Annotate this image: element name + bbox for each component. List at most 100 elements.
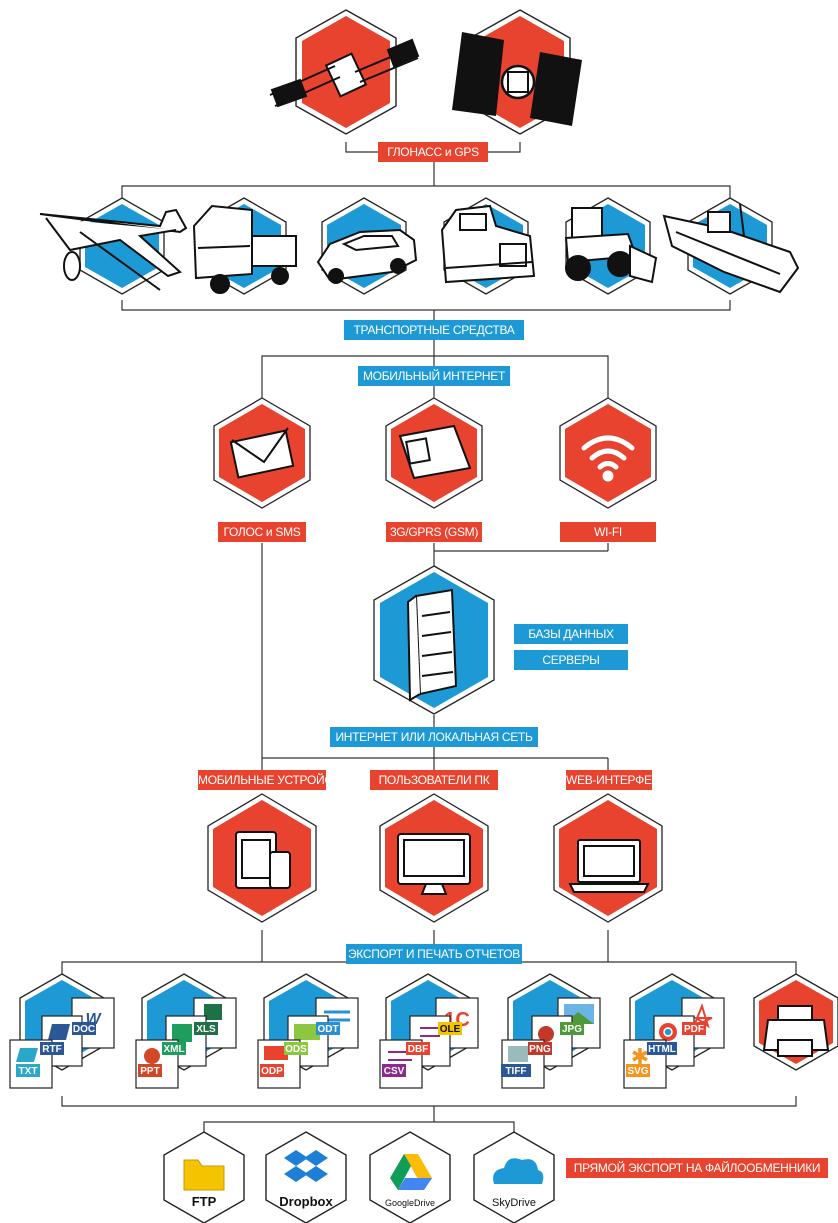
format-badge-odp: ODP: [261, 1066, 283, 1077]
format-badge-bg: [194, 1022, 218, 1035]
envelope-icon: [229, 427, 295, 479]
format-badge-ppt: PPT: [140, 1066, 159, 1077]
format-badge-jpg: JPG: [562, 1024, 582, 1035]
format-badge-bg: [438, 1022, 462, 1035]
export-hexagon-4: 1C: [379, 973, 479, 1089]
voice-sms-label: ГОЛОС и SMS: [218, 522, 306, 542]
format-badge-bg: [72, 1022, 96, 1035]
tablet-phone-icon: [235, 831, 291, 889]
gnss-label: ГЛОНАСС и GPS: [378, 142, 488, 162]
gsm-label: 3G/GPRS (GSM): [386, 522, 482, 542]
format-badge-ods: ODS: [285, 1044, 307, 1055]
satellite-icon: [452, 32, 582, 126]
format-badge-bg: [647, 1042, 677, 1055]
wifi-label: WI-FI: [560, 522, 656, 542]
format-badge-svg: SVG: [627, 1066, 648, 1077]
format-badge-bg: [626, 1064, 650, 1077]
wheel-loader-icon: [564, 207, 658, 284]
databases-label: БАЗЫ ДАННЫХ: [514, 624, 628, 644]
cloud-hexagon-ftp: [163, 1131, 245, 1223]
ship-icon: [662, 203, 800, 294]
format-badge-bg: [560, 1022, 584, 1035]
format-badge-dbf: DBF: [408, 1044, 429, 1055]
laptop-icon: [568, 839, 650, 893]
service-label-skydrive: SkyDrive: [492, 1197, 536, 1209]
truck-icon: [192, 204, 297, 294]
format-badges: TXTRTFDOCPPTXMLXLSODPODSODTCSVDBFOLETIFF…: [16, 1022, 706, 1077]
format-badge-bg: [682, 1022, 706, 1035]
vehicles-row: [39, 197, 800, 295]
monitor-icon: [397, 833, 471, 895]
printer-icon: [762, 1005, 830, 1057]
channel-hexagon-sms: [213, 397, 311, 509]
vehicle-hexagon-locomotive: [440, 197, 536, 295]
cloud-hexagon-googledrive: [369, 1131, 451, 1223]
pc-users-label: ПОЛЬЗОВАТЕЛИ ПК: [370, 770, 498, 790]
channel-hexagon-gsm: [385, 397, 483, 509]
locomotive-icon: [440, 204, 536, 284]
mobile-internet-label: МОБИЛЬНЫЙ ИНТЕРНЕТ: [358, 366, 510, 386]
google-drive-icon: [390, 1154, 432, 1190]
service-label-dropbox: Dropbox: [279, 1194, 333, 1209]
cloud-services-row: [163, 1131, 555, 1223]
format-badge-xml: XML: [163, 1044, 184, 1055]
format-badge-bg: [284, 1042, 308, 1055]
vehicle-hexagon-wheel-loader: [564, 197, 658, 295]
mobile-devices-label: МОБИЛЬНЫЕ УСТРОЙСТВА: [198, 770, 355, 790]
format-badge-bg: [40, 1042, 64, 1055]
format-badge-png: PNG: [529, 1044, 551, 1055]
file-share-label: ПРЯМОЙ ЭКСПОРТ НА ФАЙЛООБМЕННИКИ: [566, 1158, 828, 1178]
client-hexagon-web: [553, 793, 663, 923]
format-badge-bg: [382, 1064, 406, 1077]
format-badge-doc: DOC: [73, 1024, 95, 1035]
format-badge-bg: [16, 1064, 40, 1077]
format-badge-bg: [138, 1064, 162, 1077]
format-badge-bg: [501, 1064, 531, 1077]
format-badge-pdf: PDF: [684, 1024, 704, 1035]
dropbox-icon: [284, 1150, 328, 1182]
vehicle-hexagon-ship: [662, 197, 800, 295]
format-badge-ole: OLE: [440, 1024, 461, 1035]
cloud-icon: [493, 1158, 544, 1184]
client-hexagon-mobile: [207, 793, 317, 923]
wifi-icon: [581, 435, 635, 482]
car-icon: [316, 228, 418, 284]
svg-text:✱: ✱: [631, 1044, 649, 1069]
service-label-googledrive: GoogleDrive: [385, 1198, 435, 1208]
vehicle-hexagon-car: [316, 197, 418, 295]
format-badge-bg: [316, 1022, 340, 1035]
vehicle-hexagon-truck: [192, 197, 297, 295]
format-badge-bg: [406, 1042, 430, 1055]
export-hexagon-printer: [753, 973, 838, 1071]
server-hexagon: [373, 565, 495, 715]
vehicle-hexagon-airplane: [39, 197, 188, 295]
connector-lines: [61, 142, 797, 1134]
network-label: ИНТЕРНЕТ ИЛИ ЛОКАЛЬНАЯ СЕТЬ: [330, 727, 538, 747]
folder-icon: [183, 1159, 225, 1191]
vehicles-label: ТРАНСПОРТНЫЕ СРЕДСТВА: [344, 320, 524, 340]
format-badge-odt: ODT: [317, 1024, 338, 1035]
sim-card-icon: [398, 424, 472, 480]
airplane-icon: [39, 208, 188, 291]
server-rack-icon: [406, 588, 458, 702]
export-label: ЭКСПОРТ И ПЕЧАТЬ ОТЧЕТОВ: [346, 944, 522, 964]
format-badge-rtf: RTF: [42, 1044, 61, 1055]
channel-hexagon-wifi: [559, 397, 657, 509]
client-hexagon-pc: [379, 793, 489, 923]
format-badge-txt: TXT: [19, 1066, 38, 1077]
format-badge-html: HTML: [648, 1044, 676, 1055]
satellite-hexagon-1: [269, 9, 420, 135]
export-formats-row: W 1C: [9, 973, 838, 1089]
format-badge-tiff: TIFF: [505, 1066, 526, 1077]
satellite-hexagon-2: [452, 9, 582, 135]
web-label: WEB-ИНТЕРФЕЙС: [566, 770, 669, 790]
format-badge-csv: CSV: [384, 1066, 405, 1077]
satellite-icon: [269, 38, 420, 108]
cloud-hexagon-dropbox: [265, 1131, 347, 1223]
format-badge-bg: [528, 1042, 552, 1055]
servers-label: СЕРВЕРЫ: [514, 650, 628, 670]
format-badge-bg: [162, 1042, 186, 1055]
cloud-hexagon-skydrive: [473, 1131, 555, 1223]
